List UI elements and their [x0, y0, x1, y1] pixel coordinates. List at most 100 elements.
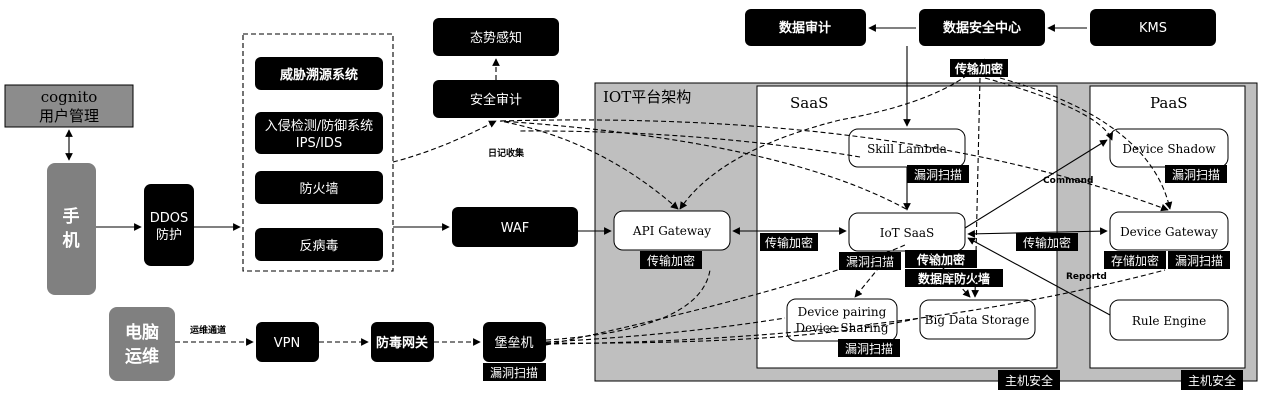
iot-saas-tag2-label: 传输加密 [916, 252, 965, 267]
cognito-sub-label: 用户管理 [39, 107, 99, 125]
connector-bastion-gateway [545, 269, 1166, 345]
kms-box [1090, 9, 1216, 46]
device-shadow-label: Device Shadow [1122, 142, 1216, 156]
antivirus-label: 反病毒 [299, 239, 338, 254]
transport-enc-left-tag [760, 233, 818, 251]
waf-label: WAF [501, 221, 530, 236]
bastion-box [483, 322, 546, 362]
device-pairing-tag [838, 339, 900, 357]
connector-iot-pairing [854, 253, 891, 298]
big-data-storage-label: Big Data Storage [925, 313, 1030, 327]
ddos-sub-label: 防护 [156, 227, 182, 243]
transport-enc-top-label: 传输加密 [954, 61, 1003, 76]
host-security-saas-tag [998, 370, 1060, 390]
waf-box [452, 207, 578, 247]
transport-enc-left-label: 传输加密 [765, 235, 813, 250]
device-pairing-tag-label: 漏洞扫描 [845, 342, 893, 356]
device-gateway-tag1 [1104, 251, 1166, 269]
connectors-dashed [175, 58, 1173, 346]
pc-ops-label-1: 电脑 [125, 322, 159, 343]
api-gateway-tag [640, 251, 702, 269]
connector-audit-gateway [499, 119, 1169, 212]
pc-ops-label-2: 运维 [125, 346, 159, 367]
ids-box [255, 112, 383, 154]
security-audit-box [433, 80, 559, 118]
pc-ops-box [109, 307, 175, 381]
host-security-saas-label: 主机安全 [1005, 373, 1053, 388]
connector-stack-audit [392, 120, 497, 163]
device-gateway-box [1109, 211, 1229, 251]
data-audit-label: 数据审计 [779, 20, 831, 36]
data-security-center-box [919, 9, 1045, 46]
antivirus-box [255, 228, 383, 261]
connector-lambda-audit [519, 130, 861, 158]
host-security-paas-tag [1181, 370, 1243, 390]
connector-iot-gateway [967, 227, 1108, 238]
ddos-box [144, 184, 194, 266]
data-audit-box [745, 9, 866, 46]
skill-lambda-tag [907, 165, 969, 183]
av-gateway-label: 防毒网关 [376, 335, 428, 351]
threat-trace-label: 威胁溯源系统 [280, 67, 358, 83]
connector-center-api [679, 58, 986, 210]
rule-engine-box [1109, 299, 1229, 341]
report-label: Reportd [1066, 272, 1107, 282]
api-gateway-tag-label: 传输加密 [647, 253, 695, 268]
skill-lambda-label: Skill Lambda [867, 142, 947, 156]
situation-awareness-label: 态势感知 [470, 30, 522, 46]
connector-iot-shadow [964, 139, 1108, 229]
iot-saas-label: IoT SaaS [880, 226, 935, 240]
paas-title: PaaS [1150, 94, 1188, 112]
device-shadow-tag-label: 漏洞扫描 [1172, 168, 1220, 182]
threat-trace-box [255, 57, 383, 90]
connector-iot-bigdata [929, 253, 971, 298]
connectors-solid [65, 24, 1111, 316]
device-gateway-tag2 [1168, 251, 1230, 269]
bastion-label: 堡垒机 [494, 335, 533, 351]
av-gateway-box [371, 322, 434, 362]
ddos-label: DDOS [150, 211, 189, 226]
iot-platform-title: IOT平台架构 [603, 88, 691, 106]
ids-sub-label: IPS/IDS [296, 136, 342, 151]
firewall-box [255, 171, 383, 204]
connector-bastion-pairing [545, 317, 786, 343]
transport-enc-right-label: 传输加密 [1023, 235, 1071, 250]
iot-saas-tag2 [905, 250, 977, 268]
api-gateway-box [613, 210, 731, 251]
connector-center-gateway [999, 77, 1173, 210]
transport-enc-top-tag [950, 59, 1008, 77]
connector-bastion-iot [545, 244, 906, 346]
device-gateway-tag2-label: 漏洞扫描 [1175, 254, 1223, 268]
bastion-tag-label: 漏洞扫描 [490, 366, 538, 380]
connector-audit-iot [499, 120, 907, 210]
device-gateway-tag1-label: 存储加密 [1111, 253, 1159, 268]
device-shadow-tag [1165, 165, 1227, 183]
data-security-center-label: 数据安全中心 [943, 20, 1021, 36]
bastion-tag [483, 363, 546, 381]
host-security-paas-label: 主机安全 [1188, 373, 1236, 388]
connector-rule-iot [967, 237, 1111, 316]
phone-label-2: 机 [63, 230, 80, 251]
rule-engine-label: Rule Engine [1132, 314, 1206, 328]
security-audit-label: 安全审计 [470, 92, 522, 108]
device-pairing-label: Device pairing [798, 305, 887, 319]
phone-label-1: 手 [63, 206, 80, 227]
command-label: Command [1043, 176, 1093, 186]
db-firewall-label: 数据库防火墙 [918, 271, 990, 286]
iot-saas-tag-label: 漏洞扫描 [846, 255, 894, 269]
connector-center-bigdata [971, 77, 981, 298]
phone-box [47, 163, 96, 295]
db-firewall-tag [905, 269, 1003, 287]
iot-saas-tag [839, 252, 901, 270]
cognito-label: cognito [41, 88, 98, 106]
ids-label: 入侵检测/防御系统 [265, 118, 373, 134]
api-gateway-label: API Gateway [632, 224, 711, 238]
vpn-label: VPN [274, 336, 300, 351]
device-gateway-label: Device Gateway [1120, 225, 1218, 239]
log-collect-label: 日记收集 [488, 147, 525, 159]
saas-title: SaaS [790, 94, 828, 112]
ops-channel-label: 运维通道 [190, 324, 226, 336]
big-data-storage-box [919, 299, 1036, 340]
skill-lambda-tag-label: 漏洞扫描 [914, 168, 962, 182]
